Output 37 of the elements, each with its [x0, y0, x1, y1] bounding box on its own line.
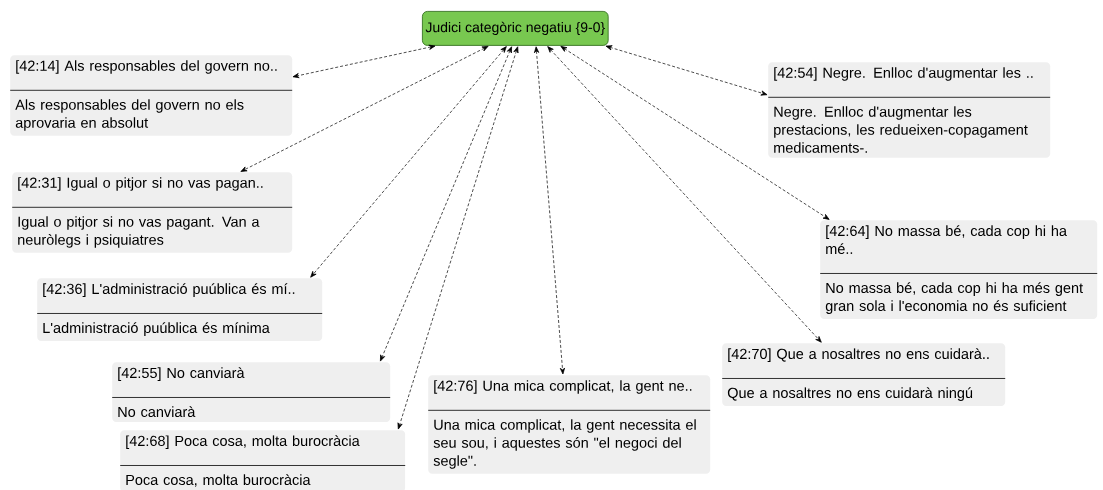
category-box: Judici categòric negatiu {9-0} [422, 11, 609, 46]
quote-card [36, 278, 323, 341]
quote-heading: [42:70] Que a nosaltres no ens cuidarà.. [728, 348, 989, 362]
quote-text: Una mica complicat, la gent necessita el seu sou, i aquestes són "el negoci del segle". [433, 419, 696, 469]
quote-text: Als responsables del govern no els aprovaria en absolut [15, 99, 244, 131]
arrow [534, 46, 565, 375]
quote-text: Igual o pitjor si no vas pagant. Van a neuròlegs i psiquiatres [18, 216, 260, 248]
quote-heading: [42:68] Poca cosa, molta burocràcia [126, 435, 360, 449]
quote-heading: [42:55] No canviarà [118, 367, 245, 381]
quote-heading: [42:31] Igual o pitjor si no vas pagan.. [18, 177, 263, 191]
quote-heading: [42:64] No massa bé, cada cop hi ha mé.. [826, 225, 1067, 254]
arrow [292, 44, 436, 79]
arrow [605, 45, 768, 96]
quote-text: Negre. Enlloc d'augmentar les prestacions, les redueixen-copagament medicaments-. [774, 106, 1028, 153]
quote-text: L'administració puública és mínima [43, 322, 270, 336]
quote-text: No massa bé, cada cop hi ha més gent gran sola i l'economia no és suficient [825, 282, 1083, 314]
quote-heading: [42:14] Als responsables del govern no.. [16, 60, 277, 74]
arrow [310, 46, 507, 278]
quote-text: No canviarà [118, 406, 196, 417]
quote-text: Que a nosaltres no ens cuidarà ningú [727, 387, 973, 401]
arrow [560, 46, 830, 220]
quote-heading: [42:36] L'administració puública és mí.. [43, 283, 295, 297]
arrow [380, 46, 512, 362]
arrow [240, 45, 489, 172]
quote-card [119, 430, 406, 490]
quote-card [111, 362, 391, 423]
quote-card [427, 375, 711, 474]
quote-text: Poca cosa, molta burocràcia [126, 474, 311, 487]
arrow [397, 46, 519, 430]
quote-heading: [42:76] Una mica complicat, la gent ne.. [434, 380, 692, 394]
quote-card [819, 220, 1098, 319]
quote-card [9, 55, 293, 136]
quote-card [11, 172, 293, 253]
quote-card [767, 62, 1051, 158]
quote-card [721, 343, 1006, 406]
arrow [547, 46, 822, 343]
quote-heading: [42:54] Negre. Enlloc d'augmentar les .. [774, 67, 1033, 81]
